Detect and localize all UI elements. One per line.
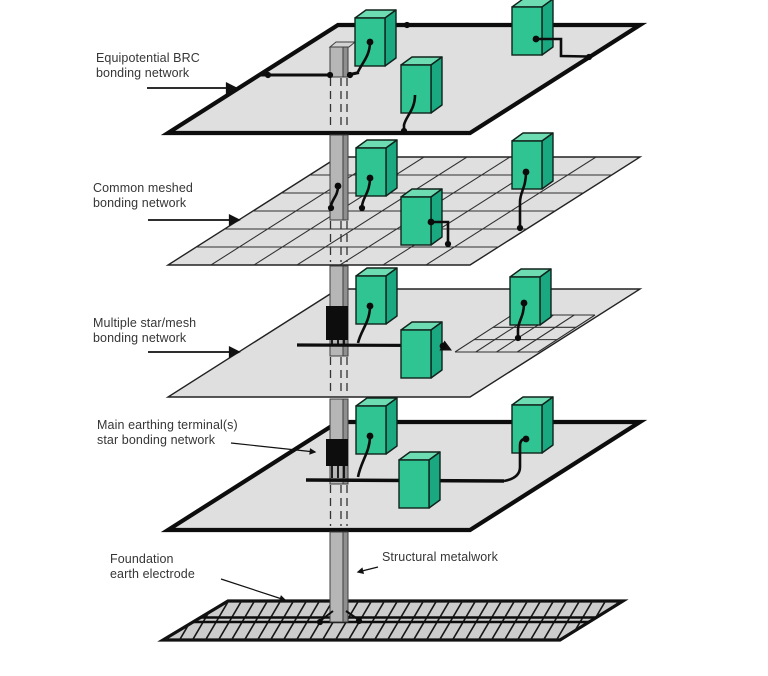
- equipment-boxes-floor4: [355, 396, 554, 509]
- equipment-box: [400, 56, 443, 114]
- equipment-box: [509, 268, 552, 326]
- structural-column-seg1: [328, 41, 357, 78]
- equipment-box: [355, 397, 398, 455]
- equipment-box: [354, 9, 397, 67]
- equipment-boxes-floor1: [354, 0, 554, 114]
- label-brc-line1: Equipotential BRC: [96, 51, 200, 65]
- label-main-terminal-line1: Main earthing terminal(s): [97, 418, 238, 432]
- junction-dots-f1: [264, 21, 593, 135]
- arrow-main-terminal: [230, 442, 317, 455]
- equipment-box: [355, 267, 398, 325]
- label-main-terminal-line2: star bonding network: [97, 433, 216, 447]
- label-foundation-line2: earth electrode: [110, 567, 195, 581]
- label-main-terminal: Main earthing terminal(s) star bonding n…: [97, 418, 238, 448]
- label-structural-line1: Structural metalwork: [382, 550, 498, 564]
- equipment-box: [511, 132, 554, 190]
- label-arrows: [147, 82, 379, 602]
- label-meshed: Common meshed bonding network: [93, 181, 193, 211]
- local-mesh-patch: [454, 314, 596, 353]
- arrow-structural: [356, 566, 379, 574]
- arrow-foundation: [220, 578, 287, 602]
- foundation-slab: [157, 599, 629, 642]
- equipment-box: [400, 321, 443, 379]
- column-to-electrode-bonds: [319, 610, 360, 622]
- label-brc: Equipotential BRC bonding network: [96, 51, 200, 81]
- label-star-mesh-line2: bonding network: [93, 331, 187, 345]
- label-meshed-line2: bonding network: [93, 196, 187, 210]
- structural-column-seg5: [329, 531, 349, 623]
- label-foundation: Foundation earth electrode: [110, 552, 195, 582]
- base-junction-dots: [316, 617, 363, 626]
- label-star-mesh: Multiple star/mesh bonding network: [93, 316, 196, 346]
- label-meshed-line1: Common meshed: [93, 181, 193, 195]
- equipment-boxes-floor3: [355, 267, 552, 379]
- junction-dots-f3: [366, 299, 528, 350]
- junction-dots-f2: [327, 168, 530, 248]
- label-brc-line2: bonding network: [96, 66, 190, 80]
- label-structural: Structural metalwork: [382, 550, 498, 565]
- bonding-conductors-f4: [356, 435, 525, 483]
- column-hidden-dashes-f4: [329, 485, 348, 526]
- equipment-box: [355, 139, 398, 197]
- label-foundation-line1: Foundation: [110, 552, 174, 566]
- earthing-terminal-block-f3: [326, 306, 348, 346]
- junction-dots-f4: [366, 432, 530, 443]
- label-star-mesh-line1: Multiple star/mesh: [93, 316, 197, 330]
- equipment-box: [400, 188, 443, 246]
- equipment-box: [398, 451, 441, 509]
- equipment-box: [511, 396, 554, 454]
- equipment-boxes-floor2: [355, 132, 554, 246]
- column-hidden-dashes-f3: [329, 357, 348, 394]
- column-hidden-dashes-f2: [329, 221, 348, 262]
- equipment-box: [511, 0, 554, 56]
- earthing-terminal-block-f4: [326, 439, 348, 478]
- column-hidden-dashes-f1: [329, 78, 348, 130]
